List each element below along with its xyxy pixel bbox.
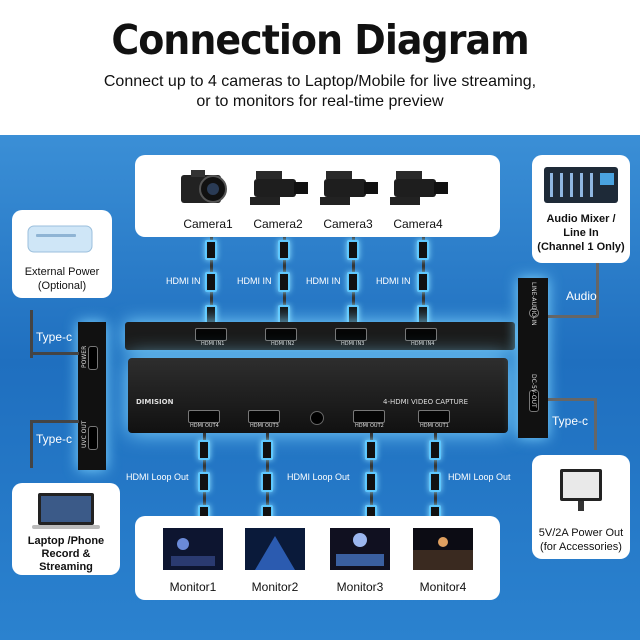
hdmi-in1-text: HDMI IN1 [201, 341, 225, 347]
device-input-panel: HDMI IN1 HDMI IN2 HDMI IN3 HDMI IN4 [125, 322, 515, 350]
laptop-line3: Streaming [39, 561, 93, 573]
hdmi-out3-port [248, 410, 280, 423]
audio-cable-vertical [596, 263, 599, 318]
camera4-icon [390, 171, 448, 205]
laptop-line1: Laptop /Phone [27, 535, 105, 547]
typec-right-cable-v [594, 398, 597, 450]
monitor2-icon [245, 528, 305, 570]
external-power-line1: External Power [24, 266, 100, 278]
hdmi-out4-text: HDMI OUT4 [190, 423, 219, 429]
hdmi-loop-label-2: HDMI Loop Out [287, 472, 350, 482]
camera1-label: Camera1 [183, 217, 233, 231]
power-bank-icon [27, 225, 93, 253]
audio-mixer-line1: Audio Mixer / [546, 213, 616, 225]
camera4-label: Camera4 [393, 217, 443, 231]
monitor1-icon [163, 528, 223, 570]
camera1-icon [181, 170, 227, 203]
audio-mixer-card: Audio Mixer / Line In (Channel 1 Only) [532, 155, 630, 263]
subtitle-line-2: or to monitors for real-time preview [196, 93, 444, 110]
camera2-label: Camera2 [253, 217, 303, 231]
typec-label-right: Type-c [552, 414, 589, 428]
hdmi-out4-port [188, 410, 220, 423]
hdmi-in-label-4: HDMI IN [376, 276, 411, 286]
camera2-icon [250, 171, 308, 205]
hdmi-loop-label-1: HDMI Loop Out [126, 472, 189, 482]
typec-uvc-cable [30, 420, 33, 468]
typec-power-cable [30, 310, 33, 358]
line-audio-in-port [529, 308, 539, 318]
uvc-out-port [88, 426, 98, 450]
hdmi-in-label-1: HDMI IN [166, 276, 201, 286]
hdmi-in-label-3: HDMI IN [306, 276, 341, 286]
device-left-panel: POWER UVC OUT [78, 322, 106, 470]
hdmi-in4-port [405, 328, 437, 341]
audio-mixer-line2: Line In [563, 227, 599, 239]
monitor2-label: Monitor2 [251, 580, 299, 594]
laptop-icon [32, 493, 100, 529]
typec-label-left-1: Type-c [36, 330, 73, 344]
uvc-out-text: UVC OUT [81, 420, 88, 448]
laptop-card: Laptop /Phone Record & Streaming [12, 483, 120, 575]
dc-5v-out-port [529, 390, 539, 412]
monitor3-icon [330, 528, 390, 570]
knob-icon [310, 411, 324, 425]
external-power-card: External Power (Optional) [12, 210, 112, 298]
hdmi-out2-port [353, 410, 385, 423]
monitor4-icon [413, 528, 473, 570]
laptop-line2: Record & [41, 548, 91, 560]
hdmi-in3-port [335, 328, 367, 341]
typec-right-cable-h [548, 398, 596, 401]
hdmi-out2-text: HDMI OUT2 [355, 423, 384, 429]
hdmi-out1-text: HDMI OUT1 [420, 423, 449, 429]
audio-mixer-line3: (Channel 1 Only) [537, 241, 625, 253]
power-out-line2: (for Accessories) [540, 541, 622, 553]
hdmi-in-label-2: HDMI IN [237, 276, 272, 286]
audio-cable [548, 315, 598, 318]
hdmi-out1-port [418, 410, 450, 423]
typec-power-plug [33, 352, 79, 355]
hdmi-loop-label-3: HDMI Loop Out [448, 472, 511, 482]
hdmi-in4-text: HDMI IN4 [411, 341, 435, 347]
dc-5v-out-text: DC-5V-OUT [530, 374, 537, 408]
power-port [88, 346, 98, 370]
device-brand: DIMISION [136, 398, 174, 406]
typec-uvc-plug [33, 420, 79, 423]
hdmi-in3-text: HDMI IN3 [341, 341, 365, 347]
device-right-panel: LINE-AUDIO-IN DC-5V-OUT [518, 278, 548, 438]
power-out-line1: 5V/2A Power Out [538, 527, 624, 539]
monitor1-label: Monitor1 [169, 580, 217, 594]
led-light-icon [560, 469, 602, 511]
power-out-card: 5V/2A Power Out (for Accessories) [532, 455, 630, 559]
monitors-card: Monitor1 Monitor2 Monitor3 Monitor4 [135, 516, 500, 600]
audio-mixer-icon [544, 167, 618, 203]
cameras-card: Camera1 Camera2 Camera3 Camera4 [135, 155, 500, 237]
typec-label-left-2: Type-c [36, 432, 73, 446]
monitor4-label: Monitor4 [419, 580, 467, 594]
hdmi-out3-text: HDMI OUT3 [250, 423, 279, 429]
camera3-label: Camera3 [323, 217, 373, 231]
camera3-icon [320, 171, 378, 205]
audio-label: Audio [566, 289, 597, 303]
hdmi-in1-port [195, 328, 227, 341]
capture-device: DIMISION 4-HDMI VIDEO CAPTURE HDMI OUT4 … [128, 358, 508, 433]
external-power-line2: (Optional) [37, 280, 87, 292]
power-text: POWER [81, 345, 88, 368]
line-audio-in-text: LINE-AUDIO-IN [530, 282, 537, 326]
device-model: 4-HDMI VIDEO CAPTURE [383, 398, 468, 406]
page-title: Connection Diagram [111, 16, 529, 64]
hdmi-in2-text: HDMI IN2 [271, 341, 295, 347]
subtitle-line-1: Connect up to 4 cameras to Laptop/Mobile… [103, 73, 537, 90]
monitor3-label: Monitor3 [336, 580, 384, 594]
hdmi-in2-port [265, 328, 297, 341]
